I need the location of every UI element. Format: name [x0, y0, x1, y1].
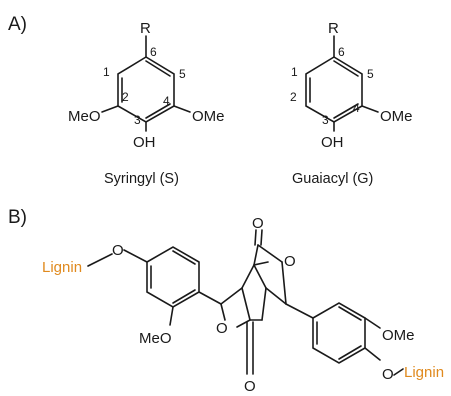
syringyl-position-3: 3	[134, 113, 141, 127]
syringyl-position-1: 1	[103, 65, 110, 79]
syringyl-r-label: R	[140, 20, 151, 37]
dimer-left-aromatic-ring	[146, 246, 200, 308]
syringyl-position-5: 5	[179, 67, 186, 81]
core-bond	[241, 264, 255, 289]
syringyl-oh-label: OH	[133, 134, 156, 151]
dimer-left-double-bond	[172, 289, 196, 304]
guaiacyl-name: Guaiacyl (G)	[292, 171, 373, 187]
upper-lactone-bond	[257, 244, 283, 263]
lignin-label-right: Lignin	[404, 364, 444, 381]
lower-ring-o-label: O	[216, 320, 228, 337]
core-bond	[253, 264, 267, 289]
core-bond	[220, 287, 243, 305]
core-bond	[265, 287, 287, 305]
core-bond	[241, 287, 251, 321]
upper-carbonyl-bond	[254, 229, 257, 246]
guaiacyl-position-4: 4	[353, 101, 360, 115]
syringyl-meo-bond	[101, 105, 119, 113]
syringyl-position-2: 2	[122, 90, 129, 104]
lignin-label-left: Lignin	[42, 259, 82, 276]
upper-lactone-bond	[281, 261, 287, 305]
guaiacyl-position-6: 6	[338, 45, 345, 59]
syringyl-ome-bond	[173, 105, 191, 113]
dimer-link-bond-left	[198, 291, 222, 305]
dimer-right-double-bond	[338, 345, 362, 360]
dimer-left-double-bond	[172, 250, 196, 265]
guaiacyl-structure: R 6 1 5 2 4 3 OMe OH Guaiacyl (G)	[290, 20, 413, 187]
lower-lactone-bond	[220, 303, 226, 321]
lignin-o-bond-right	[393, 368, 404, 376]
dimer-right-aromatic-ring	[312, 302, 366, 364]
syringyl-position-6: 6	[150, 45, 157, 59]
ether-o-right-label: O	[382, 366, 394, 383]
o-ring-bond-right	[364, 347, 381, 361]
dimer-meo-left-label: MeO	[139, 330, 172, 347]
upper-ring-o-label: O	[284, 253, 296, 270]
syringyl-meo-label: MeO	[68, 108, 101, 125]
syringyl-structure: R 6 1 5 2 4 3 MeO OMe OH Syringyl (S)	[68, 20, 225, 187]
syringyl-double-bond	[145, 103, 171, 119]
syringyl-double-bond	[145, 60, 171, 77]
guaiacyl-double-bond	[333, 60, 359, 77]
guaiacyl-position-3: 3	[322, 113, 329, 127]
dimer-ome-bond-right	[364, 317, 381, 329]
guaiacyl-ome-label: OMe	[380, 108, 413, 125]
guaiacyl-position-5: 5	[367, 67, 374, 81]
dimer-right-double-bond	[338, 306, 362, 321]
o-ring-bond-left	[123, 249, 148, 263]
syringyl-ome-label: OMe	[192, 108, 225, 125]
guaiacyl-ome-bond	[361, 105, 379, 113]
lower-lactone-bond	[236, 319, 251, 328]
core-bond	[253, 261, 269, 266]
guaiacyl-oh-label: OH	[321, 134, 344, 151]
panel-label-a: A)	[8, 14, 27, 35]
panel-label-b: B)	[8, 207, 27, 228]
dilactone-dimer-structure: Lignin O MeO O O O	[42, 215, 444, 395]
upper-lactone-bond	[253, 244, 259, 266]
guaiacyl-position-1: 1	[291, 65, 298, 79]
syringyl-position-4: 4	[163, 94, 170, 108]
ether-o-left-label: O	[112, 242, 124, 259]
guaiacyl-position-2: 2	[290, 90, 297, 104]
upper-carbonyl-bond	[260, 229, 263, 246]
syringyl-name: Syringyl (S)	[104, 171, 179, 187]
lignin-o-bond-left	[87, 253, 113, 267]
dimer-ome-right-label: OMe	[382, 327, 415, 344]
dimer-link-bond-right	[285, 303, 314, 319]
core-bond	[261, 287, 267, 321]
lower-carbonyl-o-label: O	[244, 378, 256, 395]
guaiacyl-r-label: R	[328, 20, 339, 37]
guaiacyl-double-bond	[333, 103, 359, 119]
upper-carbonyl-o-label: O	[252, 215, 264, 232]
dimer-meo-bond-left	[169, 306, 174, 326]
